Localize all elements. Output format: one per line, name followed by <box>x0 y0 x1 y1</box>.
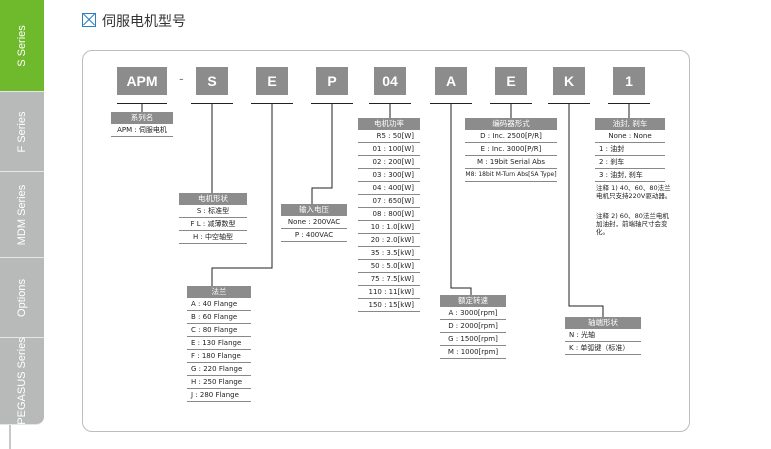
table-row: F : 180 Flange <box>187 350 251 363</box>
table-row: S : 标准型 <box>179 205 247 218</box>
code-box-shaft: K <box>553 67 585 95</box>
note-2: 注释 2) 60、80法兰电机加油封，前端轴尺寸会变化。 <box>596 212 669 236</box>
table-row: 2 : 刹车 <box>595 156 665 169</box>
table-row: 03 : 300[W] <box>358 169 420 182</box>
table-header: 油封, 刹车 <box>595 118 665 130</box>
table-row: 07 : 650[W] <box>358 195 420 208</box>
table-row: H : 中空轴型 <box>179 231 247 244</box>
table-header: 输入电压 <box>281 204 347 216</box>
code-box-power: 04 <box>374 67 406 95</box>
table-row: None : None <box>595 130 665 143</box>
oil-seal-table: 油封, 刹车 None : None 1 : 油封 2 : 刹车 3 : 油封,… <box>595 118 665 182</box>
rated-speed-table: 额定转速 A : 3000[rpm] D : 2000[rpm] G : 150… <box>440 295 506 359</box>
tab-mdm-series[interactable]: MDM Series <box>0 172 44 258</box>
table-row: A : 3000[rpm] <box>440 307 506 320</box>
motor-power-table: 电机功率 R5 : 50[W] 01 : 100[W] 02 : 200[W] … <box>358 118 420 312</box>
table-row: 01 : 100[W] <box>358 143 420 156</box>
table-row: 75 : 7.5[kW] <box>358 273 420 286</box>
table-row: 110 : 11[kW] <box>358 286 420 299</box>
table-header: 电机形状 <box>179 193 247 205</box>
table-row: 02 : 200[W] <box>358 156 420 169</box>
code-dash: - <box>179 72 184 87</box>
table-row: 35 : 3.5[kW] <box>358 247 420 260</box>
tab-s-series[interactable]: S Series <box>0 0 44 92</box>
table-header: 电机功率 <box>358 118 420 130</box>
table-row: G : 220 Flange <box>187 363 251 376</box>
table-header: 编码器形式 <box>465 118 557 130</box>
side-tab-bar: S Series F Series MDM Series Options PEG… <box>0 0 44 425</box>
table-row: N : 光轴 <box>565 329 641 342</box>
table-row: E : Inc. 3000[P/R] <box>465 143 557 156</box>
table-row: D : Inc. 2500[P/R] <box>465 130 557 143</box>
table-row: 3 : 油封, 刹车 <box>595 169 665 182</box>
page-title: 伺服电机型号 <box>82 11 186 31</box>
table-row: J : 280 Flange <box>187 389 251 402</box>
series-table: 系列名 APM : 伺服电机 <box>111 112 173 137</box>
code-box-oil-seal: 1 <box>613 67 645 95</box>
table-row: None : 200VAC <box>281 216 347 229</box>
table-header: 轴端形状 <box>565 317 641 329</box>
table-row: 20 : 2.0[kW] <box>358 234 420 247</box>
code-box-voltage: P <box>316 67 348 95</box>
code-box-speed: A <box>435 67 467 95</box>
table-header: 法兰 <box>187 286 251 298</box>
table-row: APM : 伺服电机 <box>111 124 173 137</box>
motor-shape-table: 电机形状 S : 标准型 F L : 减薄数型 H : 中空轴型 <box>179 193 247 244</box>
checkbox-icon <box>82 13 96 27</box>
table-row: 04 : 400[W] <box>358 182 420 195</box>
shaft-table: 轴端形状 N : 光轴 K : 单弧键（标准） <box>565 317 641 355</box>
tab-f-series[interactable]: F Series <box>0 92 44 172</box>
code-box-shape: S <box>196 67 228 95</box>
table-row: M : 19bit Serial Abs <box>465 156 557 169</box>
table-header: 系列名 <box>111 112 173 124</box>
encoder-table: 编码器形式 D : Inc. 2500[P/R] E : Inc. 3000[P… <box>465 118 557 182</box>
table-row: 150 : 15[kW] <box>358 299 420 312</box>
table-row: 08 : 800[W] <box>358 208 420 221</box>
diagram-frame <box>82 50 690 432</box>
code-box-flange: E <box>256 67 288 95</box>
input-voltage-table: 输入电压 None : 200VAC P : 400VAC <box>281 204 347 242</box>
table-row: H : 250 Flange <box>187 376 251 389</box>
table-row: 50 : 5.0[kW] <box>358 260 420 273</box>
tab-options[interactable]: Options <box>0 258 44 338</box>
table-row: P : 400VAC <box>281 229 347 242</box>
table-row: C : 80 Flange <box>187 324 251 337</box>
table-row: G : 1500[rpm] <box>440 333 506 346</box>
table-row: 1 : 油封 <box>595 143 665 156</box>
table-row: M8: 18bit M-Turn Abs[SA Type] <box>465 169 557 182</box>
code-box-encoder: E <box>495 67 527 95</box>
table-header: 额定转速 <box>440 295 506 307</box>
table-row: 10 : 1.0[kW] <box>358 221 420 234</box>
table-row: K : 单弧键（标准） <box>565 342 641 355</box>
table-row: B : 60 Flange <box>187 311 251 324</box>
table-row: M : 1000[rpm] <box>440 346 506 359</box>
table-row: D : 2000[rpm] <box>440 320 506 333</box>
table-row: F L : 减薄数型 <box>179 218 247 231</box>
table-row: R5 : 50[W] <box>358 130 420 143</box>
flange-table: 法兰 A : 40 Flange B : 60 Flange C : 80 Fl… <box>187 286 251 402</box>
tab-pegasus-series[interactable]: PEGASUS Series <box>0 337 44 425</box>
table-row: A : 40 Flange <box>187 298 251 311</box>
table-row: E : 130 Flange <box>187 337 251 350</box>
code-box-series: APM <box>117 67 167 95</box>
note-1: 注释 1) 40、60、80法兰电机只支持220V驱动器。 <box>596 184 672 200</box>
page-title-text: 伺服电机型号 <box>102 14 186 30</box>
